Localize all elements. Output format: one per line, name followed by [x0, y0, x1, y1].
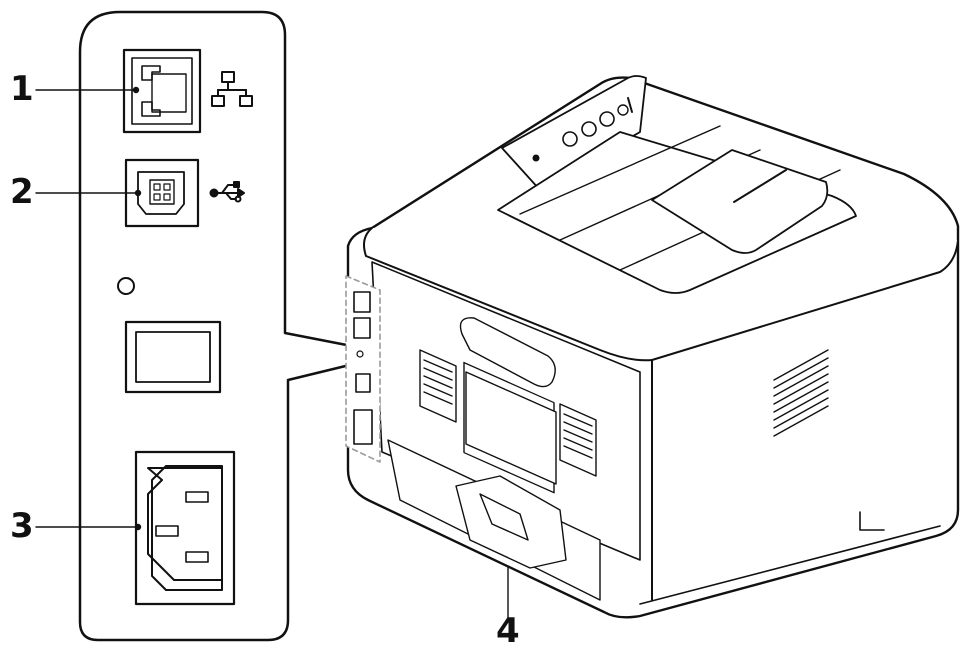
- rear-ports-highlight: [345, 275, 381, 463]
- output-tray: [497, 75, 857, 294]
- callout-2: 2: [10, 172, 34, 212]
- usb-icon: [209, 181, 245, 203]
- callout-3: 3: [10, 506, 34, 546]
- rear-panel-details: [387, 317, 601, 601]
- power-switch: [124, 320, 222, 394]
- callout-1: 1: [10, 69, 34, 109]
- network-icon: [211, 71, 253, 107]
- callout-4: 4: [496, 611, 520, 651]
- ethernet-port: [122, 48, 202, 134]
- indicator-hole: [117, 277, 135, 295]
